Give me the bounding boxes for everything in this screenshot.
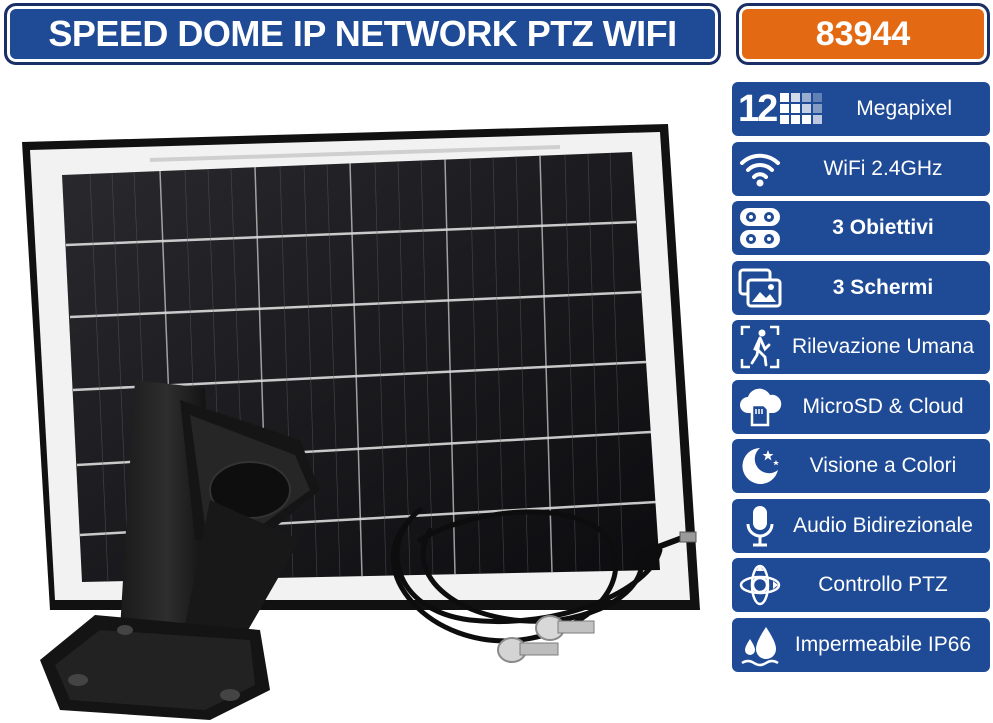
feature-waterproof: Impermeabile IP66: [732, 617, 990, 672]
feature-human-detection: Rilevazione Umana: [732, 320, 990, 374]
product-code-banner: 83944: [736, 3, 990, 65]
product-title: SPEED DOME IP NETWORK PTZ WIFI: [48, 13, 677, 54]
solar-panel-product-image: [22, 124, 700, 720]
feature-label: Impermeabile IP66: [794, 632, 972, 656]
product-code: 83944: [815, 14, 911, 53]
feature-label: Controllo PTZ: [818, 573, 948, 596]
cloud-sd-icon: [738, 385, 782, 429]
feature-lenses: 3 Obiettivi: [732, 201, 990, 255]
feature-label: 3 Obiettivi: [832, 216, 934, 239]
feature-label: Audio Bidirezionale: [793, 513, 973, 537]
megapixel-number: 12: [738, 87, 778, 130]
screens-icon: [738, 266, 782, 310]
ptz-control-icon: [738, 563, 782, 607]
lenses-icon: [738, 206, 782, 250]
microphone-icon: [738, 504, 782, 548]
feature-label: Megapixel: [856, 97, 952, 120]
moon-stars-icon: [738, 444, 782, 488]
title-banner: SPEED DOME IP NETWORK PTZ WIFI: [4, 3, 721, 65]
mounting-bracket: [40, 380, 320, 720]
wifi-icon: [738, 147, 782, 191]
feature-color-vision: Visione a Colori: [732, 439, 990, 493]
feature-screens: 3 Schermi: [732, 260, 990, 315]
screws: [497, 615, 595, 663]
feature-microsd-cloud: MicroSD & Cloud: [732, 379, 990, 434]
pixel-grid-icon: [780, 87, 824, 131]
feature-list: 12 Megapixel: [732, 82, 990, 677]
feature-label: 3 Schermi: [832, 275, 934, 299]
feature-label: Visione a Colori: [809, 454, 957, 477]
feature-two-way-audio: Audio Bidirezionale: [732, 498, 990, 553]
solar-panel: [22, 124, 700, 610]
feature-label: WiFi 2.4GHz: [823, 156, 943, 180]
feature-ptz-control: Controllo PTZ: [732, 558, 990, 612]
water-drops-icon: [738, 623, 782, 667]
feature-label: MicroSD & Cloud: [802, 394, 964, 418]
feature-wifi: WiFi 2.4GHz: [732, 141, 990, 196]
feature-megapixel: 12 Megapixel: [732, 82, 990, 136]
feature-label: Rilevazione Umana: [791, 335, 975, 358]
human-detection-icon: [738, 325, 782, 369]
